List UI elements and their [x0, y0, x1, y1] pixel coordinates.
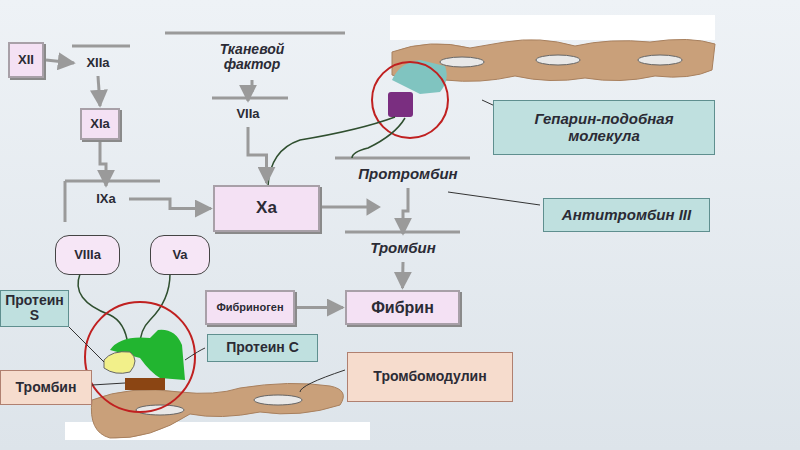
factor-label: Тканевой фактор [198, 36, 306, 78]
node-text: Фибрин [371, 299, 434, 317]
label-box: Антитромбин III [543, 198, 710, 232]
factor-box: Xa [213, 185, 320, 232]
node-text: VIIa [236, 107, 259, 121]
node-text: XIa [90, 117, 110, 131]
node-text: VIIIa [74, 248, 101, 262]
node-text: Гепарин-подобная молекула [497, 111, 711, 144]
label-box: Тромбин [0, 370, 92, 405]
highlight-circle [372, 62, 448, 138]
node-text: XII [18, 53, 34, 67]
thrombomodulin-shape [125, 378, 165, 390]
node-text: Тромбин [16, 380, 77, 395]
arrow-connector [129, 199, 211, 209]
factor-box: Фибрин [345, 290, 460, 325]
highlight-circle [85, 302, 195, 412]
white-band [390, 15, 715, 40]
protein-s-shape [104, 352, 135, 374]
node-text: Антитромбин III [562, 207, 691, 224]
leader-line [62, 100, 540, 392]
node-text: IXa [96, 192, 116, 206]
node-text: Va [172, 248, 187, 262]
node-text: Протеин С [226, 340, 299, 355]
node-text: Фибриноген [216, 301, 283, 313]
factor-label: VIIa [226, 103, 270, 125]
arrow-connector [248, 127, 267, 183]
arrow-connector [98, 76, 100, 106]
node-text: Протромбин [358, 166, 457, 183]
arrow-connector [401, 262, 405, 288]
antithrombin-shape [392, 60, 447, 94]
label-box: Протеин С [207, 334, 318, 362]
label-box: Протеин S [0, 290, 69, 327]
label-box: Гепарин-подобная молекула [493, 100, 715, 155]
node-text: Тромбин [370, 240, 436, 257]
arrow-connector [100, 142, 106, 186]
arrow-connector [248, 80, 252, 101]
cofactor-cloud: Va [150, 235, 210, 275]
factor-label: XIIa [76, 52, 120, 74]
node-text: Тромбомодулин [373, 369, 486, 384]
factor-box: Фибриноген [205, 290, 295, 325]
factor-label: IXa [85, 188, 127, 210]
node-text: Тканевой фактор [201, 42, 303, 73]
arrow-connector [46, 60, 74, 63]
node-text: Xa [256, 199, 277, 218]
factor-label: Протромбин [338, 162, 478, 186]
factor-label: Тромбин [348, 236, 458, 260]
factor-box: XIa [80, 108, 120, 140]
heparin-square [388, 92, 413, 117]
arrow-connector [297, 306, 343, 309]
arrow-connector [403, 188, 408, 234]
cofactor-cloud: VIIIa [55, 235, 120, 275]
factor-box: XII [8, 42, 44, 78]
label-box: Тромбомодулин [347, 352, 513, 402]
node-text: XIIa [86, 56, 109, 70]
node-text: Протеин S [4, 293, 65, 324]
activation-arrow [320, 201, 378, 213]
